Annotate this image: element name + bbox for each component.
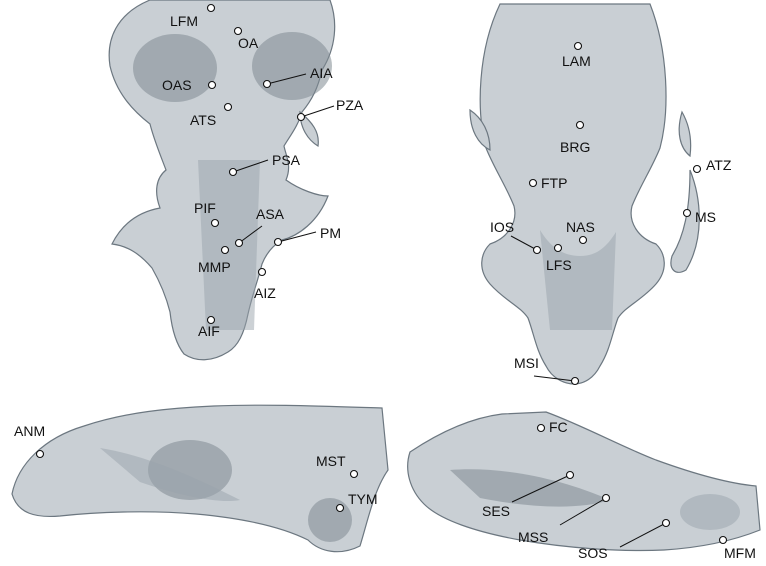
label-oa: OA <box>238 35 259 51</box>
landmark-pif <box>212 220 219 227</box>
label-pza: PZA <box>336 97 364 113</box>
label-pm: PM <box>320 225 341 241</box>
landmark-lfm <box>208 5 215 12</box>
landmark-anm <box>37 451 44 458</box>
landmark-aiz <box>259 269 266 276</box>
landmark-ms <box>684 210 691 217</box>
label-ftp: FTP <box>541 175 567 191</box>
label-pif: PIF <box>194 200 216 216</box>
label-mst: MST <box>316 453 346 469</box>
landmark-lam <box>575 43 582 50</box>
landmark-atz <box>694 166 701 173</box>
landmark-pza <box>298 114 305 121</box>
label-anm: ANM <box>14 423 45 439</box>
landmark-lfs <box>555 245 562 252</box>
landmark-ats <box>225 104 232 111</box>
label-ms: MS <box>695 209 716 225</box>
landmark-oas <box>209 82 216 89</box>
label-brg: BRG <box>560 139 590 155</box>
landmark-tym <box>337 505 344 512</box>
label-mmp: MMP <box>198 259 231 275</box>
label-fc: FC <box>549 419 568 435</box>
landmark-fc <box>538 425 545 432</box>
label-oas: OAS <box>162 77 192 93</box>
right-zygoma <box>679 112 691 156</box>
label-atz: ATZ <box>706 157 732 173</box>
label-msi: MSI <box>514 355 539 371</box>
label-ses: SES <box>482 503 510 519</box>
label-aif: AIF <box>198 323 220 339</box>
label-lfs: LFS <box>546 257 572 273</box>
landmark-mst <box>351 471 358 478</box>
landmark-pm <box>275 239 282 246</box>
lateral-view-panel <box>12 405 388 551</box>
label-lfm: LFM <box>170 13 198 29</box>
label-tym: TYM <box>348 491 378 507</box>
landmark-msi <box>572 378 579 385</box>
label-ats: ATS <box>190 112 216 128</box>
landmark-ses <box>567 472 574 479</box>
mandible-panel <box>408 412 760 551</box>
label-aiz: AIZ <box>254 285 276 301</box>
landmark-asa <box>236 240 243 247</box>
ventral-view-panel <box>109 0 335 360</box>
mandibular-angle <box>680 494 740 530</box>
label-mss: MSS <box>518 529 548 545</box>
landmark-mfm <box>720 537 727 544</box>
landmark-brg <box>577 122 584 129</box>
landmark-nas <box>580 237 587 244</box>
palate-region <box>198 160 260 330</box>
landmark-sos <box>663 520 670 527</box>
label-mfm: MFM <box>724 545 756 561</box>
landmark-psa <box>230 169 237 176</box>
landmark-mmp <box>222 247 229 254</box>
label-lam: LAM <box>562 53 591 69</box>
landmark-oa <box>235 28 242 35</box>
landmark-ftp <box>530 180 537 187</box>
label-sos: SOS <box>578 545 608 561</box>
label-psa: PSA <box>272 152 301 168</box>
tympanic-bulla <box>308 498 352 542</box>
label-nas: NAS <box>566 219 595 235</box>
landmark-mss <box>603 495 610 502</box>
label-asa: ASA <box>256 206 285 222</box>
label-aia: AIA <box>310 65 333 81</box>
label-ios: IOS <box>490 219 514 235</box>
landmark-ios <box>534 247 541 254</box>
landmark-aia <box>264 81 271 88</box>
